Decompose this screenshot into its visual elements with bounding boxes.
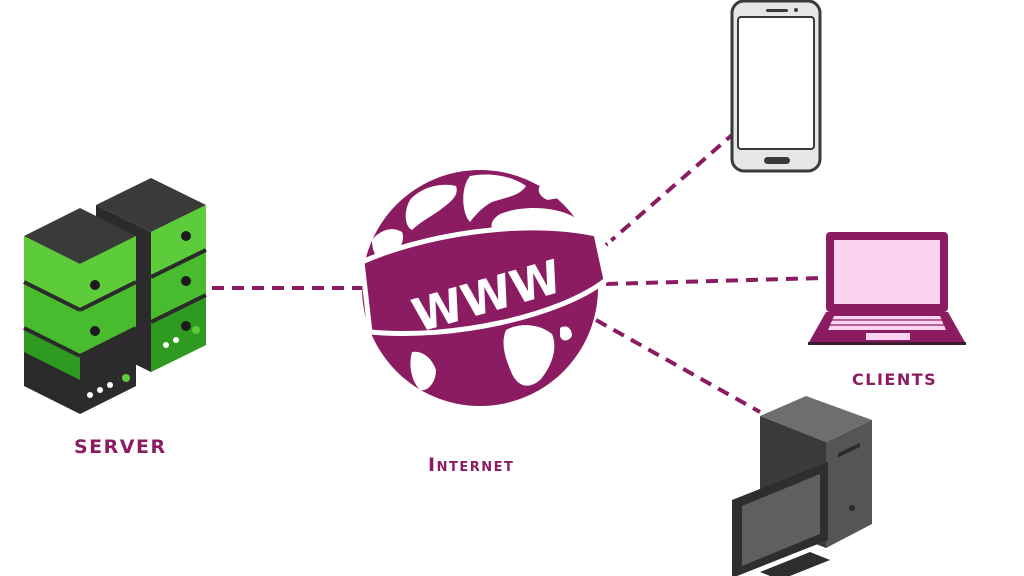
globe-icon: WWW [359,170,617,406]
server-label: SERVER [74,436,167,458]
internet-to-laptop-line [605,276,823,286]
desktop-computer-icon [732,396,872,576]
server-tower-front [23,208,200,414]
internet-to-desktop-line [595,318,761,414]
laptop-icon [808,232,966,345]
internet-label: Internet [428,454,515,476]
server-rack-icon [23,178,207,414]
internet-to-phone-line [604,133,734,247]
connection-lines [212,133,823,414]
clients-label: CLIENTS [852,370,938,389]
smartphone-icon [730,0,822,173]
